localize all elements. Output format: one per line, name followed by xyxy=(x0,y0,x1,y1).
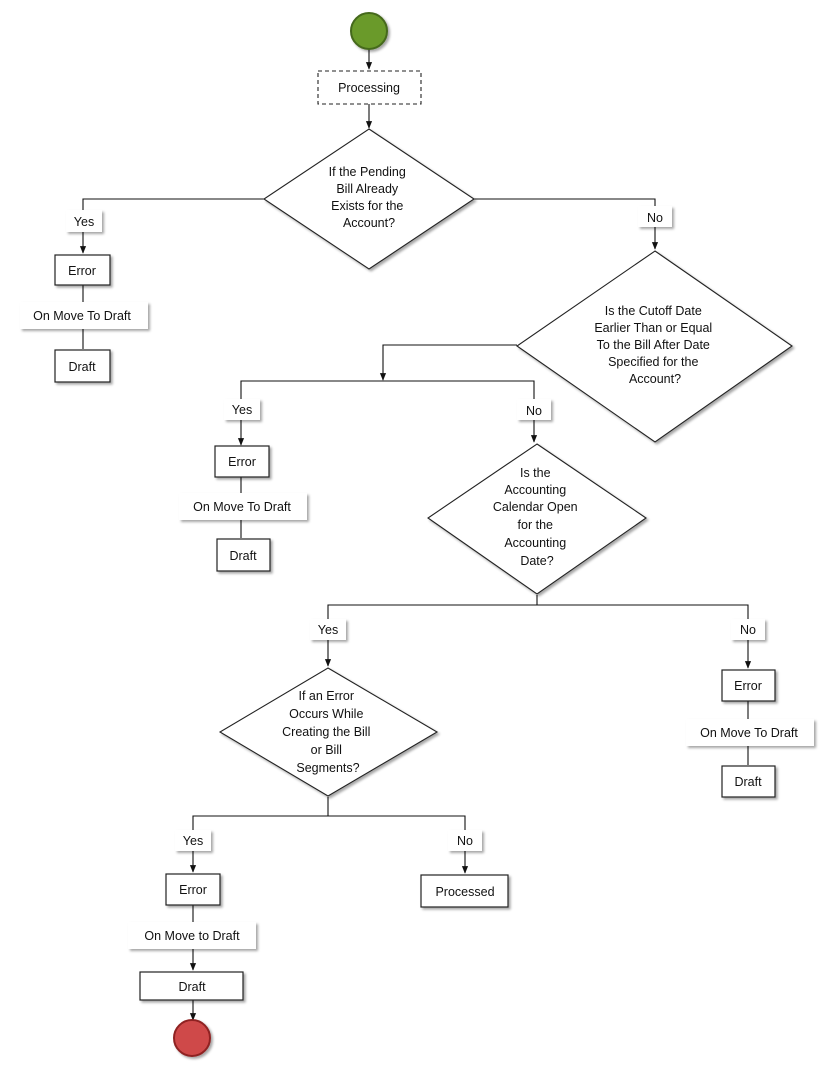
d4-draft-state: Draft xyxy=(139,971,244,1001)
d2-yes-label: Yes xyxy=(224,399,260,420)
svg-text:Draft: Draft xyxy=(68,360,96,374)
connectors xyxy=(79,49,752,1021)
d1-move-to-draft: On Move To Draft xyxy=(20,302,148,329)
svg-text:Yes: Yes xyxy=(183,834,203,848)
decision-pending-bill-text: If the Pending Bill Already Exists for t… xyxy=(329,165,410,230)
svg-text:Yes: Yes xyxy=(74,215,94,229)
svg-text:No: No xyxy=(526,404,542,418)
svg-text:Draft: Draft xyxy=(734,775,762,789)
svg-text:Error: Error xyxy=(68,264,96,278)
svg-text:Yes: Yes xyxy=(232,403,252,417)
svg-text:On Move To Draft: On Move To Draft xyxy=(33,309,131,323)
d1-draft-state: Draft xyxy=(54,349,111,383)
d1-yes-label: Yes xyxy=(66,210,102,232)
svg-text:Error: Error xyxy=(734,679,762,693)
decision-error-creating-bill-text: If an Error Occurs While Creating the Bi… xyxy=(282,689,374,775)
d4-yes-label: Yes xyxy=(175,830,211,851)
svg-text:On Move to Draft: On Move to Draft xyxy=(144,929,240,943)
svg-text:No: No xyxy=(457,834,473,848)
decision-error-creating-bill: If an Error Occurs While Creating the Bi… xyxy=(218,667,439,797)
svg-text:On Move To Draft: On Move To Draft xyxy=(193,500,291,514)
d3-move-to-draft: On Move To Draft xyxy=(686,719,814,746)
svg-text:On Move To Draft: On Move To Draft xyxy=(700,726,798,740)
d2-no-label: No xyxy=(517,399,551,420)
d2-draft-state: Draft xyxy=(216,538,271,572)
svg-text:No: No xyxy=(647,211,663,225)
d3-draft-state: Draft xyxy=(721,765,776,798)
d2-move-to-draft: On Move To Draft xyxy=(179,493,307,520)
processing-label: Processing xyxy=(338,81,400,95)
decision-accounting-calendar: Is the Accounting Calendar Open for the … xyxy=(427,443,647,595)
d2-error-state: Error xyxy=(214,445,270,478)
processing-state: Processing xyxy=(317,70,422,105)
d1-no-label: No xyxy=(638,206,672,227)
decision-cutoff-date-text: Is the Cutoff Date Earlier Than or Equal… xyxy=(594,304,715,386)
d4-error-state: Error xyxy=(165,873,221,906)
start-node xyxy=(350,12,388,50)
svg-text:Draft: Draft xyxy=(229,549,257,563)
d4-move-to-draft: On Move to Draft xyxy=(128,922,256,949)
svg-text:Draft: Draft xyxy=(178,980,206,994)
svg-text:No: No xyxy=(740,623,756,637)
d1-error-state: Error xyxy=(54,254,111,286)
svg-text:Error: Error xyxy=(228,455,256,469)
d3-yes-label: Yes xyxy=(310,619,346,640)
decision-accounting-calendar-text: Is the Accounting Calendar Open for the … xyxy=(493,466,581,568)
d4-no-label: No xyxy=(448,830,482,851)
decision-cutoff-date: Is the Cutoff Date Earlier Than or Equal… xyxy=(516,250,793,443)
d3-no-label: No xyxy=(731,619,765,640)
svg-text:Processed: Processed xyxy=(435,885,494,899)
svg-text:Error: Error xyxy=(179,883,207,897)
d3-error-state: Error xyxy=(721,669,776,702)
end-node xyxy=(173,1019,211,1057)
svg-text:Yes: Yes xyxy=(318,623,338,637)
processed-state: Processed xyxy=(420,874,509,908)
decision-pending-bill: If the Pending Bill Already Exists for t… xyxy=(263,128,475,270)
